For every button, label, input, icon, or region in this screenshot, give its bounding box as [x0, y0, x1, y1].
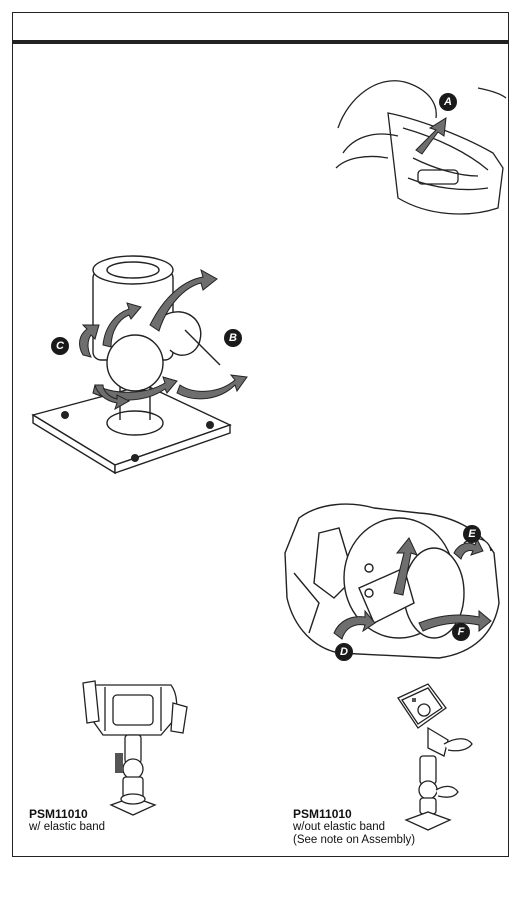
- cradle-back-drawing: [279, 483, 509, 668]
- callout-d-badge: D: [335, 643, 353, 661]
- product-description-2-line-2: (See note on Assembly): [293, 834, 415, 847]
- product-model-2: PSM11010: [293, 808, 415, 821]
- illustration-step-a: A: [318, 58, 508, 233]
- callout-e-badge: E: [463, 525, 481, 543]
- product-caption-2: PSM11010 w/out elastic band (See note on…: [293, 808, 415, 847]
- illustration-step-def: D E F: [279, 483, 509, 668]
- callout-c-badge: C: [51, 337, 69, 355]
- callout-f-badge: F: [452, 623, 470, 641]
- cradle-hand-drawing: [318, 58, 508, 233]
- illustration-step-bc: B C: [25, 245, 255, 490]
- product-model-1: PSM11010: [29, 808, 105, 821]
- product-description-2-line-1: w/out elastic band: [293, 821, 415, 834]
- header-rule: [13, 40, 508, 44]
- callout-b-badge: B: [224, 329, 242, 347]
- page-frame: A: [12, 12, 509, 857]
- product-image-with-band: [73, 673, 193, 823]
- mount-knob-drawing: [25, 245, 255, 490]
- callout-a-badge: A: [439, 93, 457, 111]
- product-description-1-line-1: w/ elastic band: [29, 821, 105, 834]
- mount-with-band-drawing: [73, 673, 193, 823]
- product-caption-1: PSM11010 w/ elastic band: [29, 808, 105, 834]
